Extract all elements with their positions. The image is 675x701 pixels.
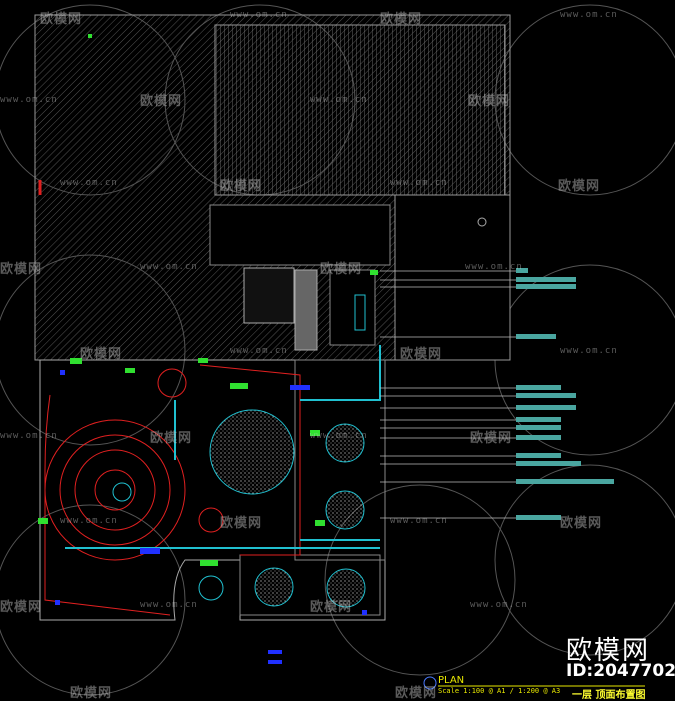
watermark-brand: 欧模网 — [558, 179, 601, 194]
watermark-brand: 欧模网 — [150, 431, 193, 446]
watermark-url: www.om.cn — [465, 262, 523, 272]
watermark-brand: 欧模网 — [40, 12, 83, 27]
watermark-url: www.om.cn — [60, 516, 118, 526]
scale-text: Scale 1:100 @ A1 / 1:200 @ A3 — [438, 687, 561, 695]
watermark-url: www.om.cn — [0, 431, 58, 441]
watermark-url: www.om.cn — [140, 600, 198, 610]
watermark-brand: 欧模网 — [400, 347, 443, 362]
watermark-url: www.om.cn — [390, 178, 448, 188]
watermark-brand-large: 欧模网 — [566, 636, 651, 666]
watermark-brand: 欧模网 — [468, 94, 511, 109]
watermark-brand: 欧模网 — [70, 686, 113, 701]
annotation-tags — [516, 268, 614, 520]
watermark-url: www.om.cn — [0, 95, 58, 105]
drawing-title: 一层 顶面布置图 — [572, 690, 646, 701]
upper-floor-area — [34, 14, 511, 361]
watermark-url: www.om.cn — [60, 178, 118, 188]
watermark-brand: 欧模网 — [320, 262, 363, 277]
annotation-leaders — [380, 270, 516, 519]
plan-marker-icon — [423, 676, 437, 690]
watermark-url: www.om.cn — [470, 600, 528, 610]
watermark-url: www.om.cn — [140, 262, 198, 272]
watermark-brand: 欧模网 — [395, 686, 438, 701]
watermark-url: www.om.cn — [230, 10, 288, 20]
watermark-brand: 欧模网 — [0, 262, 43, 277]
watermark-brand: 欧模网 — [0, 600, 43, 615]
lower-floor-area — [38, 34, 386, 664]
watermark-url: www.om.cn — [310, 95, 368, 105]
watermark-url: www.om.cn — [390, 516, 448, 526]
watermark-url: www.om.cn — [560, 10, 618, 20]
watermark-brand: 欧模网 — [220, 516, 263, 531]
watermark-url: www.om.cn — [230, 346, 288, 356]
watermark-brand: 欧模网 — [310, 600, 353, 615]
plan-label: PLAN — [438, 675, 465, 686]
watermark-id: ID:2047702 — [566, 661, 675, 681]
watermark-url: www.om.cn — [560, 346, 618, 356]
watermark-brand: 欧模网 — [220, 179, 263, 194]
watermark-url: www.om.cn — [310, 431, 368, 441]
watermark-brand: 欧模网 — [470, 431, 513, 446]
watermark-brand: 欧模网 — [80, 347, 123, 362]
watermark-brand: 欧模网 — [560, 516, 603, 531]
watermark-brand: 欧模网 — [140, 94, 183, 109]
watermark-brand: 欧模网 — [380, 12, 423, 27]
